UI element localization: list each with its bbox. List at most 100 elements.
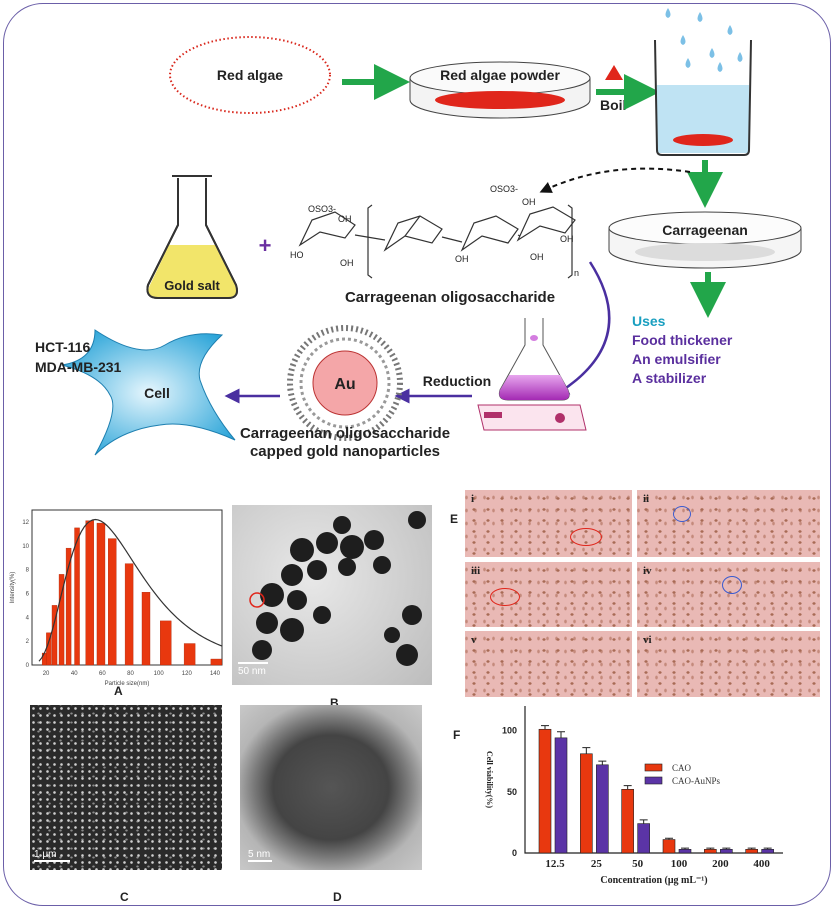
bar-cao xyxy=(621,788,634,854)
error-bar xyxy=(541,725,549,730)
y-tick-label: 2 xyxy=(26,639,30,645)
panel-label-c: C xyxy=(120,890,129,904)
svg-text:Food thickener: Food thickener xyxy=(632,332,733,348)
x-axis-label: Particle size(nm) xyxy=(105,681,150,687)
error-bar xyxy=(722,847,731,850)
micrograph-v: v xyxy=(465,631,632,697)
y-tick-label: 6 xyxy=(26,591,30,597)
histogram-bar xyxy=(124,563,134,666)
legend-label: CAO-AuNPs xyxy=(672,776,721,786)
error-bar xyxy=(747,847,756,850)
svg-text:OSO3-: OSO3- xyxy=(490,184,518,194)
bar-cao xyxy=(662,839,676,854)
histogram-bar xyxy=(108,538,117,666)
beaker xyxy=(654,8,752,156)
y-tick-label: 12 xyxy=(22,520,29,526)
micrograph-i: i xyxy=(465,490,632,557)
y-axis-label: Intensity(%) xyxy=(10,572,16,604)
svg-text:OH: OH xyxy=(340,258,354,268)
legend-swatch xyxy=(644,776,663,785)
x-tick-label: 50 xyxy=(632,858,644,870)
svg-text:Cell: Cell xyxy=(144,385,170,401)
heat-triangle-icon xyxy=(605,65,623,80)
bar-cao-aunps xyxy=(761,849,774,854)
svg-text:OH: OH xyxy=(338,214,352,224)
svg-text:Carrageenan: Carrageenan xyxy=(662,222,748,238)
x-tick-label: 20 xyxy=(43,671,50,677)
legend-swatch xyxy=(644,763,663,772)
y-tick-label: 0 xyxy=(26,663,30,669)
panel-label-e: E xyxy=(450,512,459,526)
bar-cao xyxy=(745,849,758,854)
bar-cao-aunps xyxy=(637,823,650,854)
capped-gold-nanoparticle: Au xyxy=(287,325,403,441)
axes xyxy=(524,706,783,854)
error-bar xyxy=(623,785,632,790)
panel-label-a: A xyxy=(114,684,123,698)
plus-sign: + xyxy=(259,233,272,258)
bar-cao xyxy=(580,753,593,854)
y-tick-label: 0 xyxy=(512,848,517,858)
histogram-bar xyxy=(96,522,106,666)
bar-cao xyxy=(538,728,552,854)
capped-label-2: capped gold nanoparticles xyxy=(250,443,440,460)
svg-text:An emulsifier: An emulsifier xyxy=(632,351,721,367)
error-bar xyxy=(706,847,715,850)
x-tick-label: 120 xyxy=(182,671,193,677)
svg-text:HO: HO xyxy=(290,250,304,260)
histogram-bar xyxy=(210,658,223,666)
bar-cao-aunps xyxy=(554,737,568,854)
dashed-arrow xyxy=(539,167,691,193)
error-bar xyxy=(639,819,648,824)
x-axis-label: Concentration (μg mL⁻¹) xyxy=(600,875,707,886)
svg-text:n: n xyxy=(574,268,579,278)
y-axis-label: Cell viability(%) xyxy=(485,751,494,808)
frame-border xyxy=(3,3,831,906)
error-bar xyxy=(681,847,689,850)
error-bar xyxy=(763,847,772,850)
histogram-bar xyxy=(58,574,65,666)
x-tick-label: 80 xyxy=(127,671,134,677)
oligosaccharide-label: Carrageenan oligosaccharide xyxy=(345,289,555,306)
y-tick-label: 4 xyxy=(26,615,30,621)
scale-bar-b: 50 nm xyxy=(238,662,268,677)
oligosaccharide-structure: OSO3- OSO3- OH HO OH OH OH OH OH n xyxy=(290,184,579,279)
red-algae-ellipse: Red algae xyxy=(169,36,331,114)
svg-text:OH: OH xyxy=(530,252,544,262)
algae-powder-dish: Red algae powder xyxy=(409,61,591,119)
y-tick-label: 8 xyxy=(26,568,30,574)
capped-label-1: Carrageenan oligosaccharide xyxy=(240,425,450,442)
svg-text:OSO3-: OSO3- xyxy=(308,204,336,214)
error-bar xyxy=(557,731,565,738)
y-tick-label: 50 xyxy=(507,787,517,797)
tem-image-c: 1 μm xyxy=(30,705,222,870)
cancer-cell: Cell xyxy=(61,329,236,456)
bar-cao-aunps xyxy=(596,764,609,854)
svg-text:A stabilizer: A stabilizer xyxy=(632,370,707,386)
x-tick-label: 100 xyxy=(154,671,165,677)
panel-label-d: D xyxy=(333,890,342,904)
x-tick-label: 25 xyxy=(591,858,603,870)
scale-bar-c: 1 μm xyxy=(34,849,70,864)
histogram-bar xyxy=(183,643,196,666)
histogram-bar xyxy=(65,547,72,666)
cell-line-hct116: HCT-116 xyxy=(35,339,90,355)
error-bar xyxy=(665,837,673,840)
svg-text:Uses: Uses xyxy=(632,313,666,329)
panel-label-b: B xyxy=(330,696,339,710)
bar-cao-aunps xyxy=(720,849,733,854)
histogram-bar xyxy=(85,520,94,666)
svg-text:OH: OH xyxy=(455,254,469,264)
bar-cao xyxy=(704,849,717,854)
carrageenan-dish: Carrageenan xyxy=(608,211,802,269)
tem-image-b: 50 nm xyxy=(232,505,432,685)
purple-arrow xyxy=(553,261,611,397)
scale-bar-d: 5 nm xyxy=(248,849,272,862)
svg-text:OH: OH xyxy=(560,234,574,244)
uses-list: Uses Food thickener An emulsifier A stab… xyxy=(632,313,733,386)
x-tick-label: 400 xyxy=(753,858,770,870)
hrtem-image-d: 5 nm xyxy=(240,705,422,870)
svg-text:Red algae powder: Red algae powder xyxy=(440,67,560,83)
